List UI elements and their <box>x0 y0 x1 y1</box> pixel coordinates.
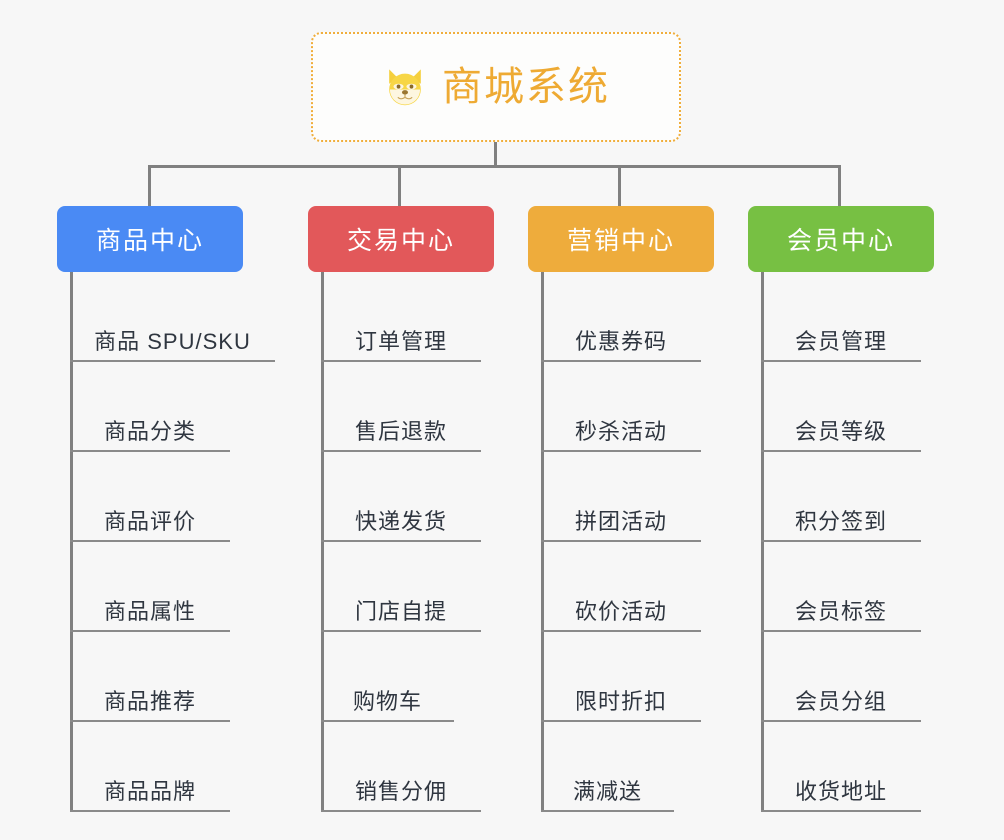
leaf-label: 会员标签 <box>794 598 887 624</box>
leaf-item[interactable]: 优惠券码 <box>541 272 701 362</box>
leaf-item[interactable]: 会员等级 <box>761 362 921 452</box>
leaf-item[interactable]: 快递发货 <box>321 452 481 542</box>
leaf-label: 商品评价 <box>103 508 196 534</box>
leaf-label: 满减送 <box>572 778 642 804</box>
leaf-label: 售后退款 <box>354 418 447 444</box>
category-label: 会员中心 <box>786 227 895 255</box>
connector-drop-1 <box>148 165 151 206</box>
leaf-item[interactable]: 门店自提 <box>321 542 481 632</box>
leaf-label: 限时折扣 <box>574 688 667 714</box>
leaf-label: 购物车 <box>352 688 422 714</box>
leaf-label: 商品属性 <box>103 598 196 624</box>
leaf-label: 会员分组 <box>794 688 887 714</box>
connector-root-stem <box>494 142 497 167</box>
leaf-label: 商品 SPU/SKU <box>94 328 251 354</box>
leaf-spine <box>70 272 73 812</box>
category-box-2[interactable]: 交易中心 <box>308 206 494 272</box>
leaf-label: 快递发货 <box>354 508 447 534</box>
leaf-item[interactable]: 商品 SPU/SKU <box>70 272 275 362</box>
leaf-spine <box>541 272 544 812</box>
category-label: 交易中心 <box>346 227 455 255</box>
category-box-4[interactable]: 会员中心 <box>748 206 934 272</box>
leaf-spine <box>321 272 324 812</box>
leaf-label: 会员管理 <box>794 328 887 354</box>
leaf-label: 订单管理 <box>354 328 447 354</box>
leaf-spine <box>761 272 764 812</box>
category-label: 营销中心 <box>566 227 675 255</box>
leaf-item[interactable]: 限时折扣 <box>541 632 701 722</box>
leaf-item[interactable]: 商品属性 <box>70 542 230 632</box>
leaf-item[interactable]: 商品分类 <box>70 362 230 452</box>
leaf-item[interactable]: 积分签到 <box>761 452 921 542</box>
leaf-item[interactable]: 商品评价 <box>70 452 230 542</box>
category-box-1[interactable]: 商品中心 <box>57 206 243 272</box>
leaf-item[interactable]: 商品推荐 <box>70 632 230 722</box>
root-title: 商城系统 <box>442 65 610 109</box>
leaf-label: 门店自提 <box>354 598 447 624</box>
category-box-3[interactable]: 营销中心 <box>528 206 714 272</box>
leaf-item[interactable]: 砍价活动 <box>541 542 701 632</box>
leaf-label: 商品推荐 <box>103 688 196 714</box>
leaf-label: 商品品牌 <box>103 778 196 804</box>
leaf-label: 商品分类 <box>103 418 196 444</box>
root-node[interactable]: 商城系统 <box>311 32 681 142</box>
leaf-item[interactable]: 售后退款 <box>321 362 481 452</box>
connector-drop-3 <box>618 165 621 206</box>
leaf-label: 秒杀活动 <box>574 418 667 444</box>
connector-drop-2 <box>398 165 401 206</box>
connector-bus-bar <box>148 165 841 168</box>
leaf-item[interactable]: 会员管理 <box>761 272 921 362</box>
leaf-item[interactable]: 商品品牌 <box>70 722 230 812</box>
leaf-item[interactable]: 秒杀活动 <box>541 362 701 452</box>
leaf-item[interactable]: 会员标签 <box>761 542 921 632</box>
leaf-label: 收货地址 <box>794 778 887 804</box>
leaf-item[interactable]: 订单管理 <box>321 272 481 362</box>
leaf-item[interactable]: 收货地址 <box>761 722 921 812</box>
dog-face-icon <box>382 65 428 111</box>
leaf-label: 销售分佣 <box>354 778 447 804</box>
category-label: 商品中心 <box>95 227 204 255</box>
leaf-label: 会员等级 <box>794 418 887 444</box>
leaf-label: 优惠券码 <box>574 328 667 354</box>
leaf-item[interactable]: 销售分佣 <box>321 722 481 812</box>
leaf-item[interactable]: 购物车 <box>321 632 454 722</box>
leaf-item[interactable]: 拼团活动 <box>541 452 701 542</box>
leaf-item[interactable]: 会员分组 <box>761 632 921 722</box>
leaf-label: 拼团活动 <box>574 508 667 534</box>
connector-drop-4 <box>838 165 841 206</box>
leaf-item[interactable]: 满减送 <box>541 722 674 812</box>
leaf-label: 积分签到 <box>794 508 887 534</box>
leaf-label: 砍价活动 <box>574 598 667 624</box>
